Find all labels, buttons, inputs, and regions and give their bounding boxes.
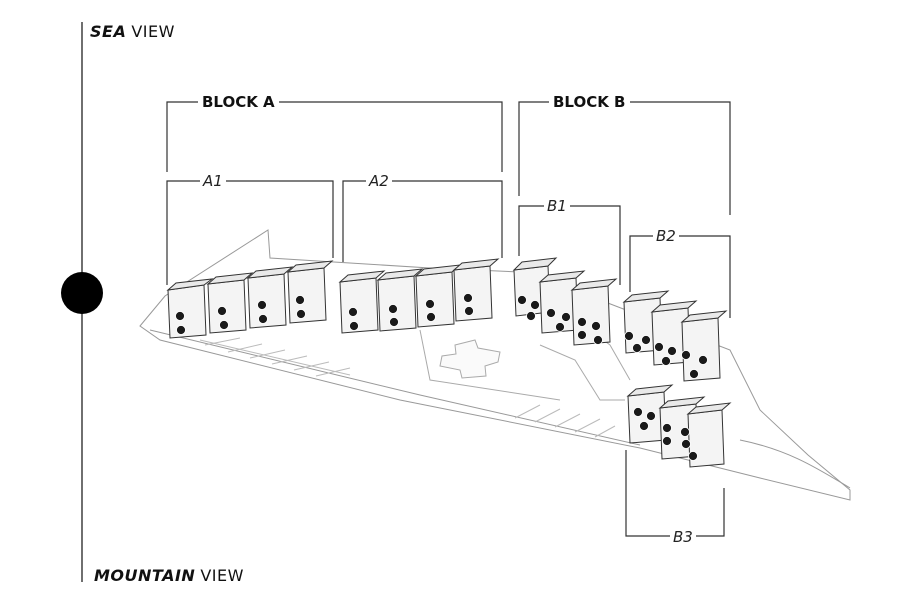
unit-badge (561, 312, 571, 322)
unit-badge (662, 436, 672, 446)
unit-badge (662, 423, 672, 433)
unit-badge (517, 295, 527, 305)
building-a2-3 (414, 264, 462, 328)
section-b3-label[interactable]: B3 (670, 528, 696, 546)
unit-badge (463, 293, 473, 303)
mountain-view-light: VIEW (200, 566, 244, 585)
unit-badge (681, 439, 691, 449)
unit-badges (175, 293, 708, 461)
unit-badge (577, 330, 587, 340)
unit-badge (681, 350, 691, 360)
b2-bracket (629, 235, 731, 318)
building-a1-1 (166, 278, 214, 339)
unit-badge (593, 335, 603, 345)
section-b2-label[interactable]: B2 (653, 227, 679, 245)
building-b3-3 (686, 402, 732, 468)
unit-badge (219, 320, 229, 330)
parking-area-lower (514, 404, 616, 438)
unit-badge (624, 331, 634, 341)
unit-badge (689, 369, 699, 379)
unit-badge (577, 317, 587, 327)
unit-badge (646, 411, 656, 421)
parking-area-main (199, 337, 351, 377)
sea-view-light: VIEW (131, 22, 175, 41)
block-b-label[interactable]: BLOCK B (549, 93, 630, 111)
unit-badge (389, 317, 399, 327)
section-a1-label[interactable]: A1 (200, 172, 226, 190)
block-a-bracket (166, 101, 503, 172)
unit-badge (680, 427, 690, 437)
unit-badge (176, 325, 186, 335)
unit-badge (546, 308, 556, 318)
a1-bracket (166, 180, 334, 285)
unit-badge (426, 312, 436, 322)
unit-badge (591, 321, 601, 331)
building-b2-3 (680, 310, 728, 382)
block-a-buildings (166, 258, 500, 339)
mountain-view-strong: MOUNTAIN (94, 566, 196, 585)
unit-badge (530, 300, 540, 310)
block-b-buildings (512, 257, 732, 468)
unit-badge (425, 299, 435, 309)
unit-badge (639, 421, 649, 431)
unit-badge (698, 355, 708, 365)
unit-badge (296, 309, 306, 319)
building-a2-1 (338, 270, 386, 334)
building-a1-4 (286, 260, 334, 324)
unit-badge (555, 322, 565, 332)
block-a-label[interactable]: BLOCK A (198, 93, 279, 111)
unit-badge (633, 407, 643, 417)
building-a2-2 (376, 268, 424, 332)
unit-badge (661, 356, 671, 366)
unit-badge (688, 451, 698, 461)
building-a1-2 (206, 272, 254, 334)
site-ground (139, 229, 851, 501)
unit-badge (641, 335, 651, 345)
unit-badge (295, 295, 305, 305)
central-plaza (439, 339, 501, 379)
unit-badge (348, 307, 358, 317)
unit-badge (632, 343, 642, 353)
building-a1-3 (246, 266, 294, 329)
unit-badge (257, 300, 267, 310)
unit-badge (349, 321, 359, 331)
unit-badge (258, 314, 268, 324)
unit-badge (217, 306, 227, 316)
unit-badge (175, 311, 185, 321)
unit-badge (388, 304, 398, 314)
view-position-marker[interactable] (61, 272, 103, 314)
bracket-callouts (166, 101, 731, 537)
sea-view-strong: SEA (90, 22, 127, 41)
unit-badge (464, 306, 474, 316)
unit-badge (526, 311, 536, 321)
section-b1-label[interactable]: B1 (544, 197, 570, 215)
a2-bracket (342, 180, 503, 262)
unit-badge (667, 346, 677, 356)
section-a2-label[interactable]: A2 (366, 172, 392, 190)
building-a2-4 (452, 258, 500, 322)
unit-badge (654, 342, 664, 352)
